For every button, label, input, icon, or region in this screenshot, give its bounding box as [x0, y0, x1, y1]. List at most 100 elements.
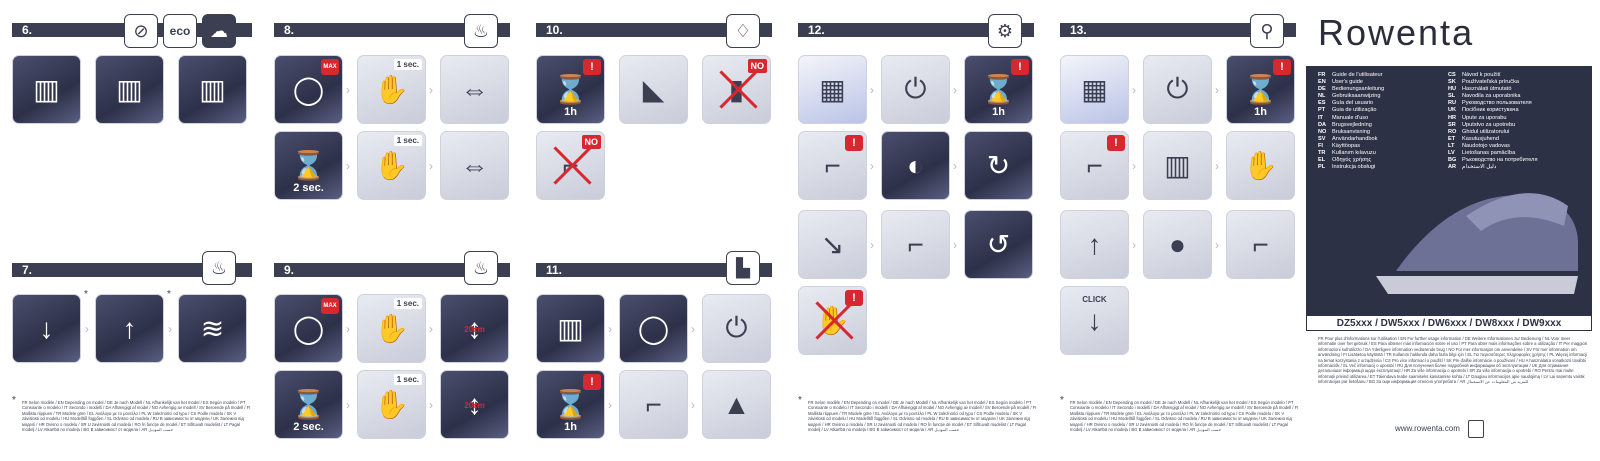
tile-9-press2: ✋1 sec. — [357, 370, 426, 439]
language-code: PT — [1318, 107, 1326, 114]
hand-press-icon: ✋ — [374, 150, 409, 181]
warning-icon: ! — [1273, 59, 1291, 75]
warning-icon: ! — [1107, 135, 1125, 151]
cover-note: FR Pour plus d'informations sur l'utilis… — [1318, 336, 1588, 385]
tap-icon: ⌐ — [1252, 228, 1269, 260]
section-7-header: 7. — [12, 263, 252, 277]
vertical-steam-icon: ♨ — [464, 14, 498, 48]
language-title: Kasutusjuhend — [1462, 135, 1500, 142]
tile-13-nosteam: ▥ — [1143, 131, 1212, 200]
language-title: Manuale d'uso — [1332, 114, 1369, 121]
website-link[interactable]: www.rowenta.com — [1395, 424, 1460, 433]
language-entry: IT Manuale d'uso — [1318, 115, 1384, 122]
one-hour-label: 1h — [1254, 106, 1267, 118]
tile-10-wipe: ◣ — [619, 55, 688, 124]
language-title: Käyttöopas — [1332, 142, 1360, 149]
language-title: Používateľská príručka — [1462, 79, 1519, 86]
iron-on-heel-icon: ▲ — [722, 388, 751, 420]
language-code: SR — [1448, 121, 1456, 128]
tile-9-dial: ◯MAX — [274, 294, 343, 363]
warning-icon: ! — [583, 59, 601, 75]
sponge-soleplate-icon: ◣ — [642, 74, 665, 105]
temperature-dial-icon: ◯ — [292, 313, 325, 344]
rotate-icon: ↺ — [986, 229, 1011, 260]
tile-13-sink: ⌐! — [1060, 131, 1129, 200]
language-code: FR — [1318, 72, 1326, 78]
temperature-dial-icon: ◯ — [292, 74, 325, 105]
footnote-star: * — [12, 395, 16, 406]
language-title: Guide de l'utilisateur — [1332, 72, 1383, 78]
hand-press-icon: ✋ — [374, 74, 409, 105]
tile-8-hourglass: ⌛2 sec. — [274, 131, 343, 200]
language-title: Användarhandbok — [1332, 135, 1378, 142]
language-code: SV — [1318, 135, 1326, 142]
step-arrow-icon: › — [953, 238, 957, 252]
tile-8-press: ✋1 sec. — [357, 55, 426, 124]
tile-12-turn: ↻ — [964, 131, 1033, 200]
language-entry: FR Guide de l'utilisateur — [1318, 72, 1384, 79]
language-title: Guia de utilização — [1332, 107, 1377, 114]
tap-icon: ⌐ — [1086, 149, 1103, 181]
step-arrow-icon: › — [429, 159, 433, 173]
anti-calc-collector-icon: ⚙ — [988, 14, 1022, 48]
footnote-star: * — [84, 289, 88, 300]
section-9-header: 9. — [274, 263, 510, 277]
step-arrow-icon: › — [429, 83, 433, 97]
remove-collector-icon: ↘ — [820, 229, 845, 260]
language-code: RO — [1448, 128, 1457, 135]
language-entry: FI Käyttöopas — [1318, 143, 1384, 150]
warning-icon: ! — [583, 374, 601, 390]
footnote-star: * — [167, 289, 171, 300]
rinse-icon: ⌐ — [907, 228, 924, 260]
eco-label: eco — [169, 24, 191, 38]
language-code: IT — [1318, 114, 1323, 121]
valve-insert-icon: ↓ — [1087, 304, 1102, 336]
tile-6-steam: ▥ — [178, 55, 247, 124]
tile-7-b: ↑ — [95, 294, 164, 363]
iron-dial-icon: ▥ — [116, 74, 143, 105]
step-arrow-icon: › — [1132, 159, 1136, 173]
one-sec-badge: 1 sec. — [393, 298, 422, 309]
tile-11-cool: ⌛!1h — [536, 370, 605, 439]
two-sec-label: 2 sec. — [293, 421, 324, 433]
tile-13-rinse: ⌐ — [1226, 210, 1295, 279]
unplug-icon: ⏻ — [904, 73, 927, 104]
hourglass-icon: ⌛ — [291, 389, 326, 420]
language-code: FI — [1318, 142, 1323, 149]
tile-6-nosteam: ▥ — [12, 55, 81, 124]
iron-illustration — [1376, 193, 1578, 294]
tile-8-shirt2: ⇔ — [440, 131, 509, 200]
language-code: UK — [1448, 107, 1457, 114]
language-code: PL — [1318, 164, 1326, 171]
step-arrow-icon: › — [346, 398, 350, 412]
language-title: Gebruiksaanwijzing — [1332, 93, 1381, 100]
footnote-star: * — [1286, 24, 1290, 35]
step-arrow-icon: › — [691, 398, 695, 412]
iron-storage-icon: ▙ — [726, 251, 760, 285]
distance-label: 20cm — [464, 325, 485, 334]
calendar-grid-icon: ▦ — [1081, 74, 1108, 105]
manual-book-icon — [1468, 420, 1484, 438]
language-code: ES — [1318, 100, 1326, 107]
tile-10-cool: ⌛!1h — [536, 55, 605, 124]
language-entry: SV Användarhandbok — [1318, 136, 1384, 143]
step-arrow-icon: › — [168, 322, 172, 336]
tile-12-collector: ◐ — [881, 131, 950, 200]
tap-icon: ⌐ — [824, 149, 841, 181]
language-title: Руководство пользователя — [1462, 100, 1532, 107]
anti-calc-valve-icon: ⚲ — [1250, 14, 1284, 48]
language-code: EN — [1318, 79, 1326, 86]
pull-valve-icon: ✋ — [1243, 150, 1278, 181]
tile-9-hanging: ↕20cm — [440, 294, 509, 363]
language-title: Οδηγός χρήσης — [1332, 157, 1372, 164]
